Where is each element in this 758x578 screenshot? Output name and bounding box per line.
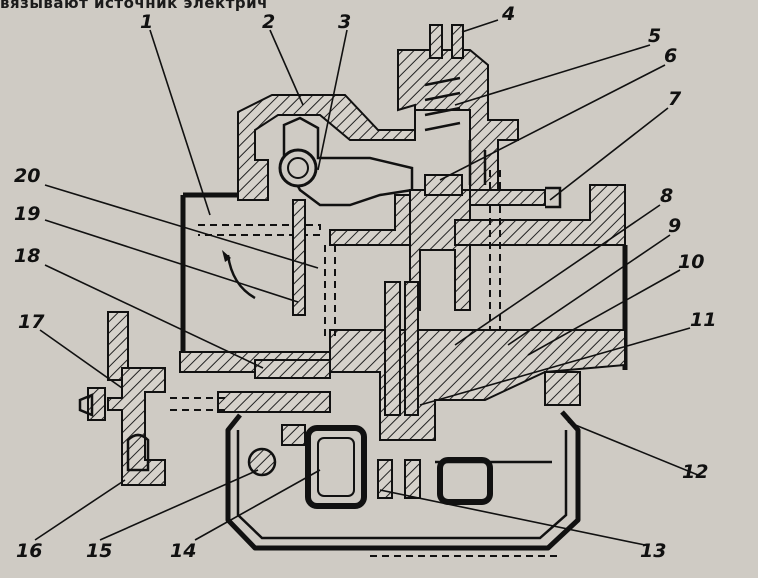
callout-6: 6 [664, 45, 677, 67]
callout-13: 13 [640, 540, 666, 562]
needle-valve [247, 424, 421, 499]
callout-1: 1 [140, 11, 153, 33]
callout-15: 15 [86, 540, 112, 562]
callout-20: 20 [14, 165, 40, 187]
callout-17: 17 [18, 311, 45, 333]
callout-18: 18 [14, 245, 40, 267]
page-header-text: вязывают источник электрич [0, 0, 268, 12]
fuel-inlet-fitting [78, 311, 225, 486]
leader-lines [34, 19, 699, 546]
callout-4: 4 [501, 3, 515, 25]
callout-7: 7 [668, 88, 682, 110]
float-right [435, 457, 552, 505]
callout-19: 19 [14, 203, 40, 225]
callout-8: 8 [660, 185, 673, 207]
callout-14: 14 [170, 540, 196, 562]
callout-9: 9 [668, 215, 681, 237]
callout-10: 10 [678, 251, 704, 273]
mixing-block [217, 245, 626, 441]
choke-flap [198, 199, 321, 316]
callout-11: 11 [690, 309, 716, 331]
float-left [305, 425, 367, 509]
callout-2: 2 [262, 11, 275, 33]
callout-3: 3 [338, 11, 351, 33]
callout-5: 5 [648, 25, 661, 47]
float-bowl [225, 410, 581, 557]
throttle-lever [278, 116, 414, 207]
callout-numbers: 1 2 3 4 5 6 7 8 9 10 11 12 13 14 15 16 1… [14, 3, 716, 562]
callout-12: 12 [682, 461, 708, 483]
callout-16: 16 [16, 540, 42, 562]
